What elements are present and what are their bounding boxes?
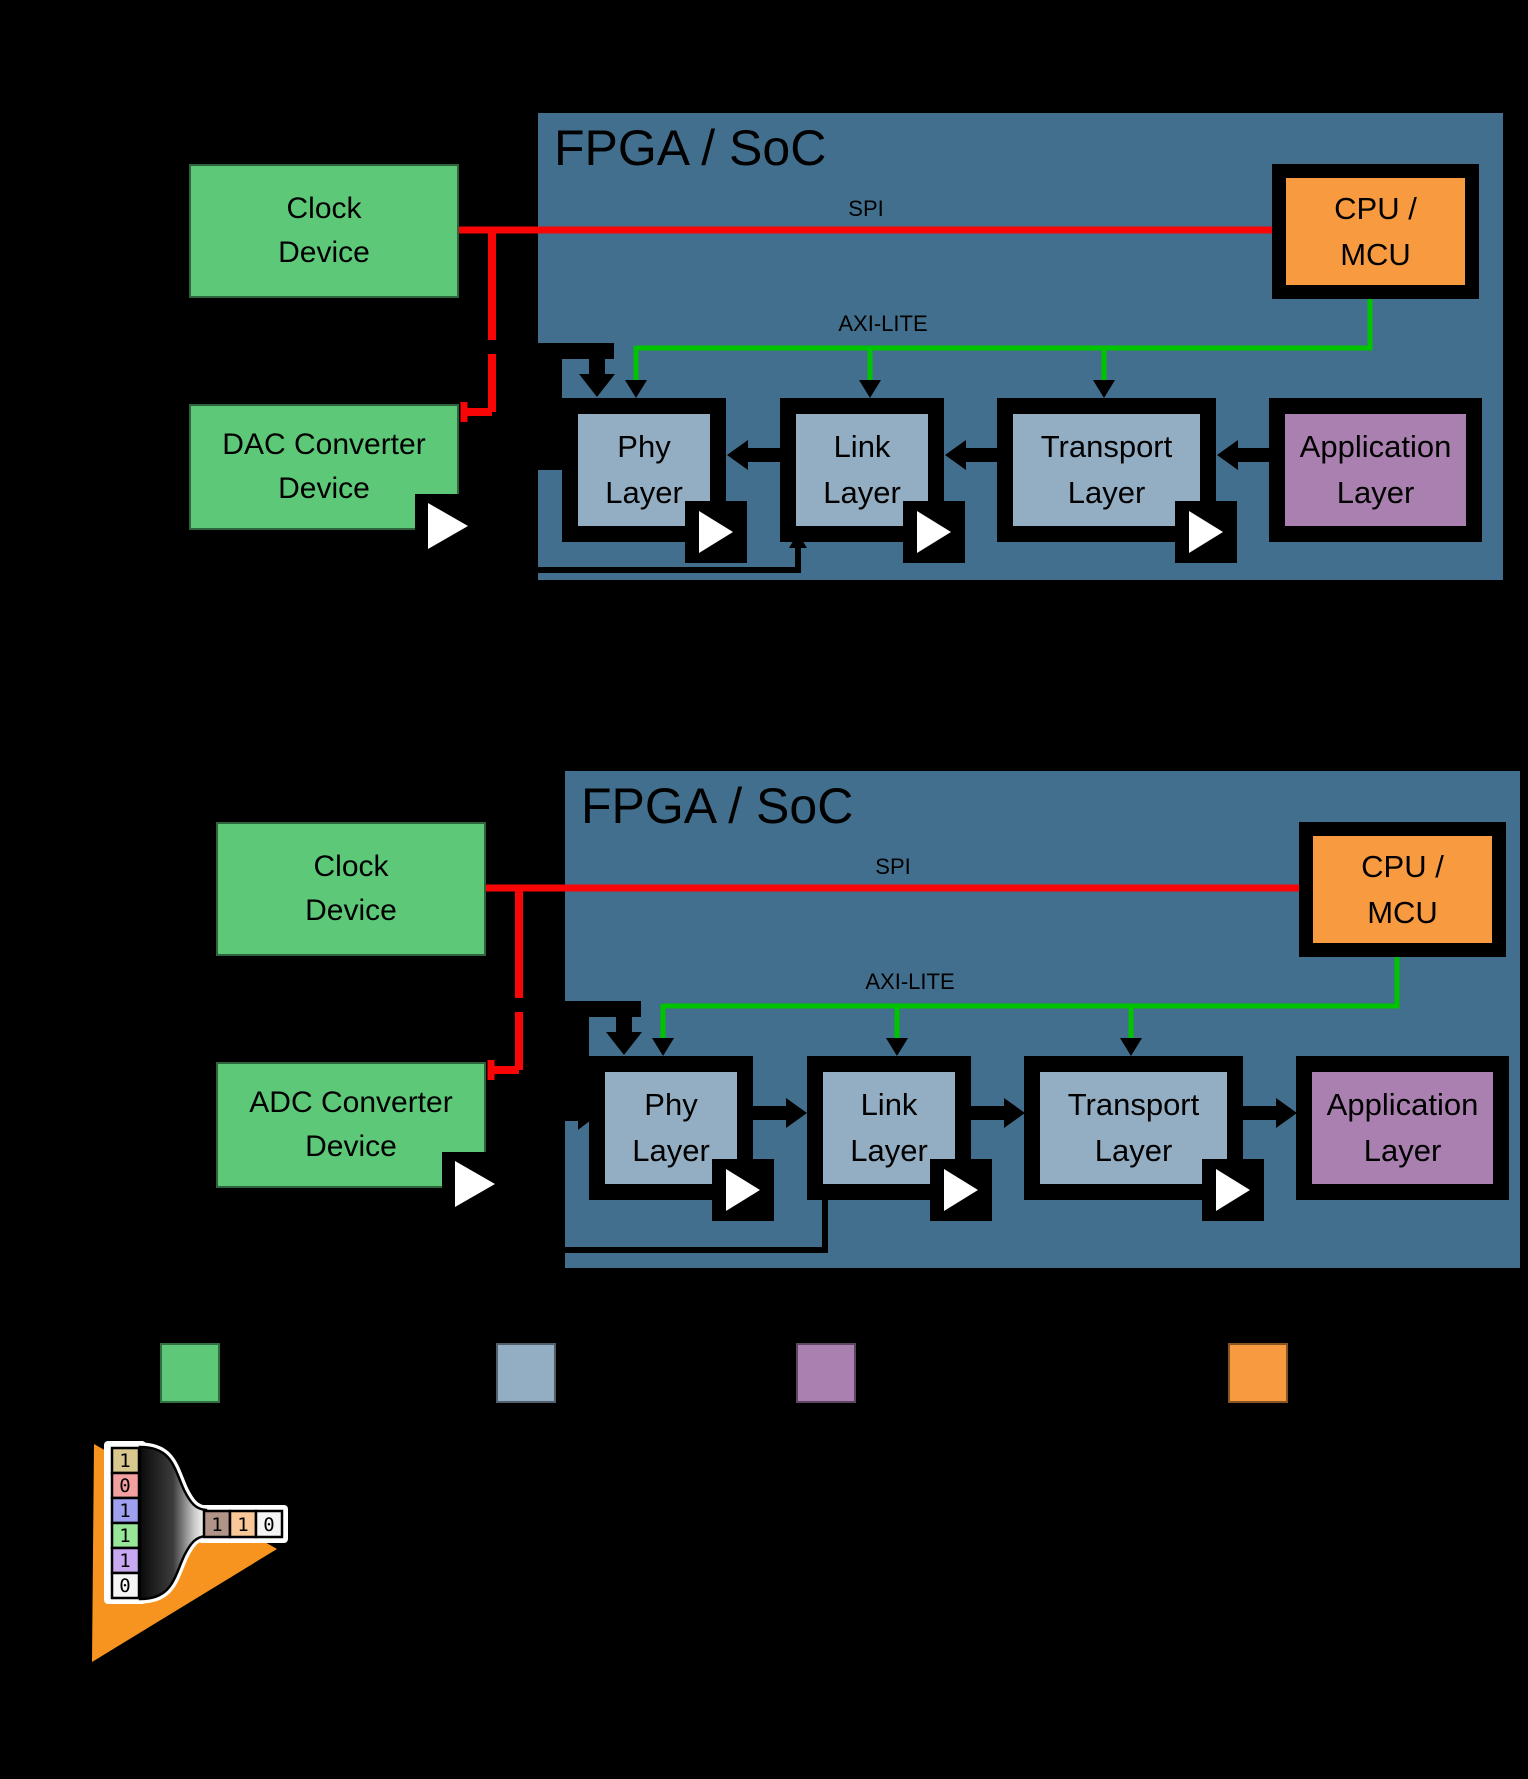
serializer-bit: 0 — [119, 1575, 130, 1597]
transport-layer-label: Layer — [1094, 1133, 1173, 1168]
legend-swatch-application — [796, 1343, 856, 1403]
clock-triangle-icon — [726, 1169, 760, 1211]
phy-clock-square-rx — [712, 1159, 774, 1221]
application-layer-label: Layer — [1363, 1133, 1442, 1168]
serializer-bit: 0 — [263, 1514, 274, 1536]
adc-converter-label: ADC Converter — [249, 1086, 453, 1119]
clock-triangle-icon — [1216, 1169, 1250, 1211]
legend-swatch-device — [160, 1343, 220, 1403]
axi-lite-label-rx: AXI-LITE — [865, 969, 955, 994]
transport-layer-label: Layer — [1067, 475, 1146, 510]
clock-device-label: Clock — [286, 192, 362, 225]
dac-clock-square — [415, 494, 479, 558]
serializer-bit: 1 — [119, 1525, 130, 1547]
link-layer-label: Link — [860, 1087, 918, 1122]
link-layer-box-tx: Link Layer — [780, 398, 944, 542]
cpu-label: CPU / — [1361, 848, 1444, 884]
axi-lite-label-tx: AXI-LITE — [838, 311, 928, 336]
application-layer-label: Application — [1299, 429, 1452, 464]
link-layer-label: Layer — [823, 475, 901, 510]
fpga-title-rx: FPGA / SoC — [581, 778, 854, 834]
device-clock-and-lane-lines-rx — [540, 1001, 642, 1130]
phy-layer-label: Phy — [644, 1087, 698, 1122]
clock-device-label: Device — [305, 894, 397, 927]
adc-converter-label: Device — [305, 1130, 397, 1163]
adc-converter-box: ADC Converter Device — [216, 1062, 486, 1188]
phy-layer-label: Phy — [617, 429, 671, 464]
link-layer-label: Link — [833, 429, 891, 464]
transport-layer-label: Transport — [1067, 1087, 1200, 1122]
cpu-mcu-box-tx: CPU / MCU — [1272, 164, 1479, 299]
device-clock-and-lane-lines-tx — [538, 343, 615, 470]
sync-line-rx — [565, 1200, 828, 1253]
application-layer-box-rx: Application Layer — [1296, 1056, 1509, 1200]
axi-lite-bus-tx — [625, 299, 1373, 398]
serializer-bit: 1 — [211, 1514, 222, 1536]
transport-clock-square-tx — [1175, 501, 1237, 563]
layer-data-arrows-tx — [727, 440, 1269, 470]
spi-label-rx: SPI — [875, 854, 911, 879]
application-layer-label: Application — [1326, 1087, 1479, 1122]
dac-converter-label: Device — [278, 472, 370, 505]
transport-layer-label: Transport — [1040, 429, 1173, 464]
link-clock-square-rx — [930, 1159, 992, 1221]
fpga-title-tx: FPGA / SoC — [554, 120, 827, 176]
clock-device-label: Clock — [313, 850, 389, 883]
legend-swatch-cpu — [1228, 1343, 1288, 1403]
axi-lite-bus-rx — [652, 957, 1400, 1056]
spi-label-tx: SPI — [848, 196, 884, 221]
serializer-bit: 1 — [119, 1450, 130, 1472]
serializer-bit: 1 — [237, 1514, 248, 1536]
phy-clock-square-tx — [685, 501, 747, 563]
adc-clock-square — [442, 1152, 506, 1216]
clock-triangle-icon — [917, 511, 951, 553]
clock-device-box-tx: Clock Device — [189, 164, 459, 298]
phy-layer-label: Layer — [632, 1133, 710, 1168]
clock-triangle-icon — [455, 1161, 495, 1207]
cpu-mcu-box-rx: CPU / MCU — [1299, 822, 1506, 957]
serializer-bit: 0 — [119, 1475, 130, 1497]
transport-clock-square-rx — [1202, 1159, 1264, 1221]
legend-swatch-layer — [496, 1343, 556, 1403]
clock-device-box-rx: Clock Device — [216, 822, 486, 956]
phy-layer-box-rx: Phy Layer — [589, 1056, 753, 1200]
clock-triangle-icon — [699, 511, 733, 553]
phy-layer-label: Layer — [605, 475, 683, 510]
serializer-bit: 1 — [119, 1550, 130, 1572]
clock-triangle-icon — [428, 503, 468, 549]
clock-device-label: Device — [278, 236, 370, 269]
clock-triangle-icon — [944, 1169, 978, 1211]
link-clock-square-tx — [903, 501, 965, 563]
cpu-label: MCU — [1367, 894, 1438, 930]
clock-triangle-icon — [1189, 511, 1223, 553]
application-layer-box-tx: Application Layer — [1269, 398, 1482, 542]
layer-data-arrows-rx — [753, 1098, 1297, 1128]
serializer-icon: 1 0 1 1 1 0 1 1 0 — [92, 1441, 288, 1662]
serializer-bit: 1 — [119, 1500, 130, 1522]
dac-converter-box: DAC Converter Device — [189, 404, 459, 530]
cpu-label: MCU — [1340, 236, 1411, 272]
link-layer-label: Layer — [850, 1133, 928, 1168]
dac-converter-label: DAC Converter — [222, 428, 426, 461]
cpu-label: CPU / — [1334, 190, 1417, 226]
application-layer-label: Layer — [1336, 475, 1415, 510]
